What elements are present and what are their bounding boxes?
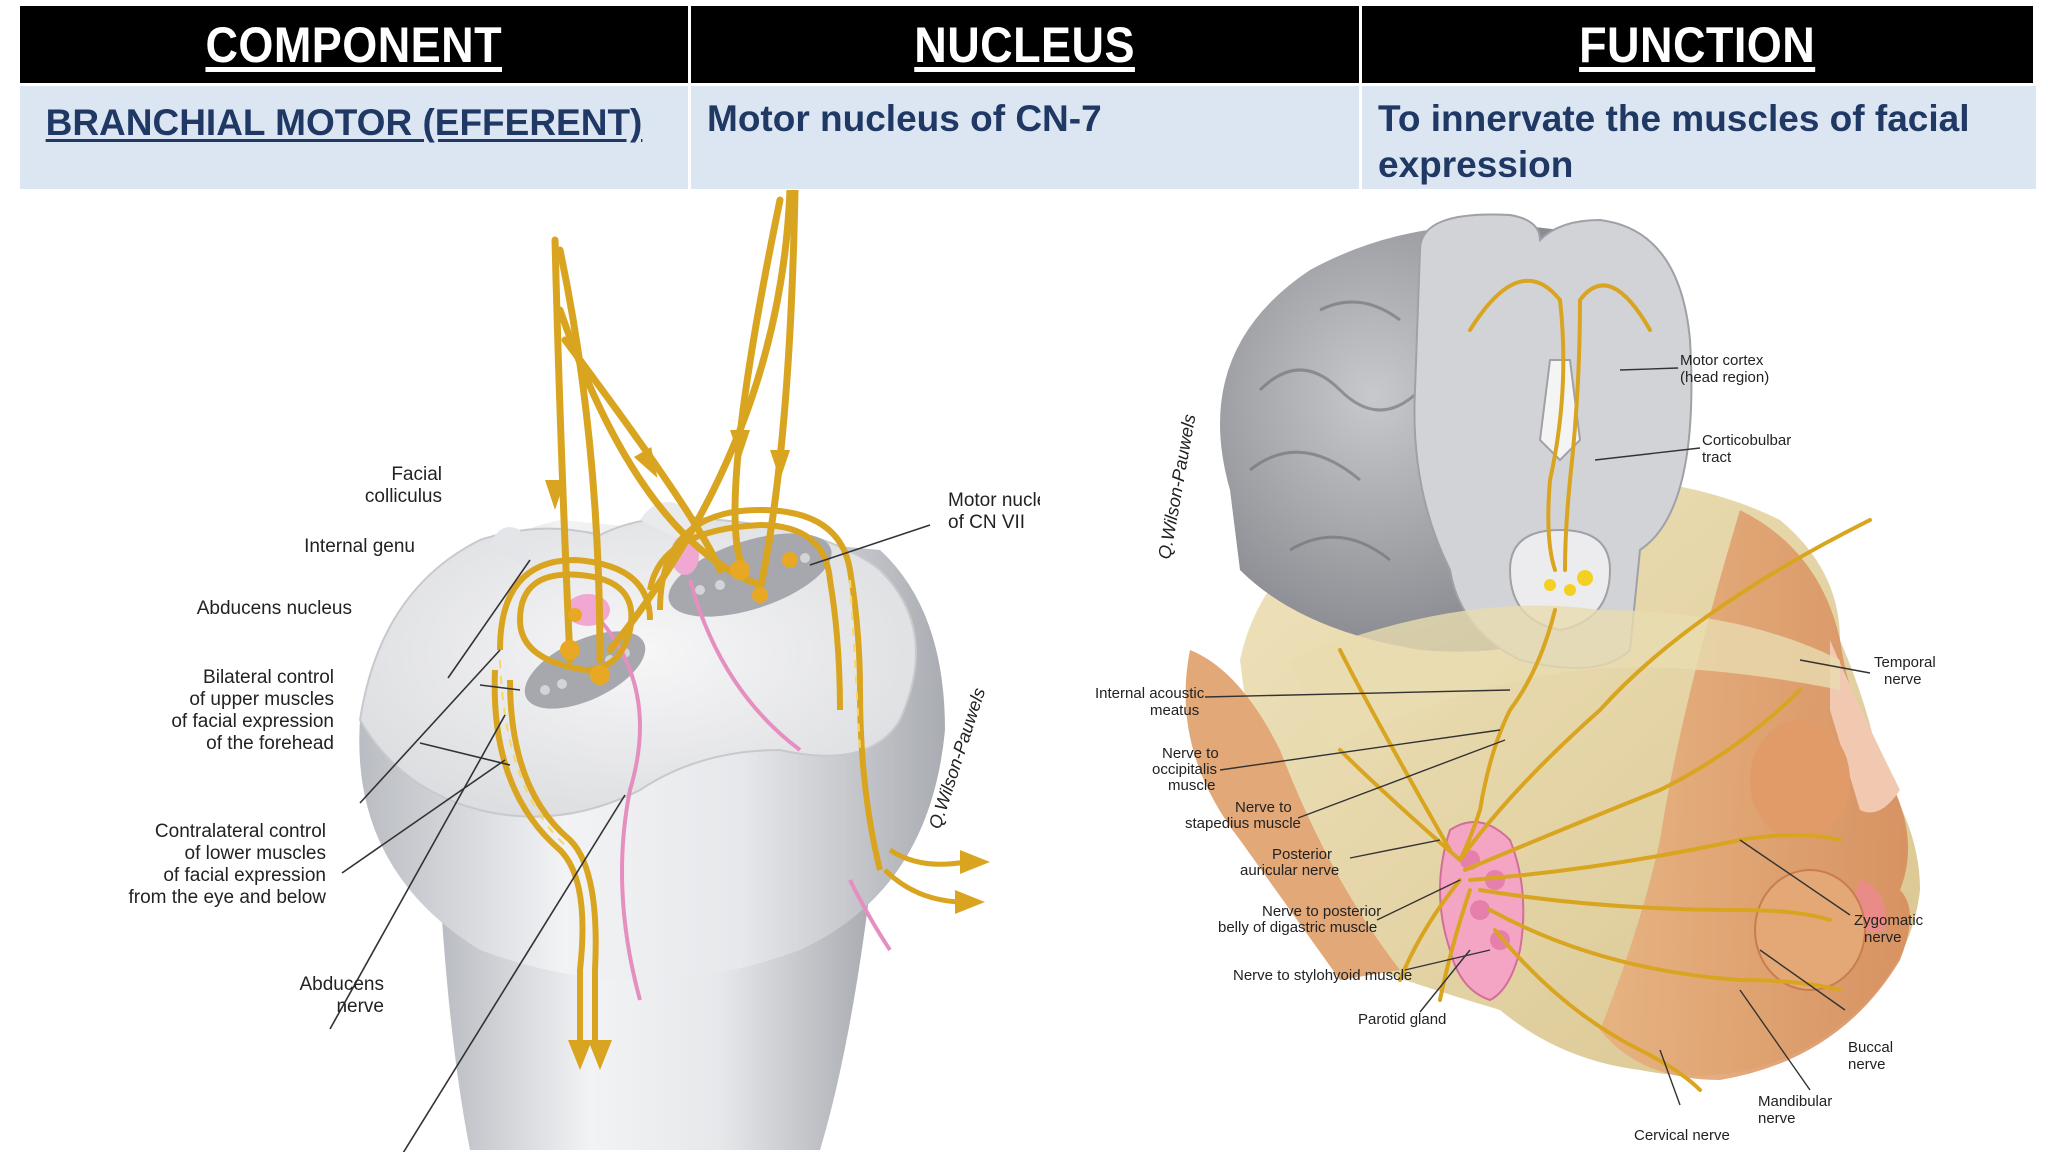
label-internal-genu: Internal genu (304, 536, 415, 557)
cell-component: BRANCHIAL MOTOR (EFFERENT) (20, 83, 691, 189)
cheek-muscle (1750, 720, 1850, 840)
label-internal-acoustic-2: meatus (1150, 702, 1199, 719)
label-mandibular-1: Mandibular (1758, 1093, 1832, 1110)
label-bilateral-4: of the forehead (206, 733, 334, 754)
cell-function: To innervate the muscles of facial expre… (1362, 83, 2036, 189)
cranial-base (1290, 605, 1840, 750)
abducens-nerve-fiber-2 (688, 579, 802, 752)
label-motor-cortex-1: Motor cortex (1680, 352, 1764, 369)
brainstem-illustration: Q.Wilson-Pauwels Facial colliculus Inter… (128, 190, 1040, 1152)
exit-fibers (883, 847, 966, 905)
label-contralateral-2: of lower muscles (185, 843, 327, 864)
label-temporal-1: Temporal (1874, 654, 1936, 671)
label-temporal-2: nerve (1884, 671, 1922, 688)
label-corticobulbar-2: tract (1702, 449, 1732, 466)
header-function: FUNCTION (1362, 6, 2036, 83)
label-buccal-1: Buccal (1848, 1039, 1893, 1056)
component-link[interactable]: BRANCHIAL MOTOR (EFFERENT) (45, 102, 643, 143)
facial-nerve-branches (1338, 278, 1872, 1092)
label-digastric-2: belly of digastric muscle (1218, 919, 1377, 936)
fourth-ventricle (490, 527, 530, 570)
label-contralateral-4: from the eye and below (128, 887, 326, 908)
label-abducens-nerve-2: nerve (336, 996, 384, 1017)
label-motor-nucleus-1: Motor nucleus (948, 490, 1040, 511)
synapse-dots (560, 552, 798, 685)
label-motor-nucleus-2: of CN VII (948, 512, 1025, 533)
label-occipitalis-2: occipitalis (1152, 761, 1217, 778)
neck-muscles (1185, 650, 1400, 980)
abducens-nerve-fiber (598, 618, 642, 1001)
function-text-2: expression (1378, 144, 1574, 185)
label-zygomatic-1: Zygomatic (1854, 912, 1924, 929)
function-text-1: To innervate the muscles of facial (1378, 98, 1970, 139)
label-contralateral-3: of facial expression (163, 865, 326, 886)
gyri (1249, 300, 1422, 562)
label-zygomatic-2: nerve (1864, 929, 1902, 946)
fiber-highlights (499, 579, 861, 846)
label-posterior-auricular-1: Posterior (1272, 846, 1332, 863)
internal-genu-loops (491, 506, 883, 1050)
label-facial-colliculus-2: colliculus (365, 486, 442, 507)
leader-lines (329, 524, 931, 1152)
label-posterior-auricular-2: auricular nerve (1240, 862, 1339, 879)
header-component: COMPONENT (20, 6, 691, 83)
label-stylohyoid: Nerve to stylohyoid muscle (1233, 967, 1412, 984)
direction-arrows (545, 430, 990, 1070)
orbicularis-oris (1754, 869, 1866, 991)
label-bilateral-1: Bilateral control (203, 667, 334, 688)
label-facial-colliculus: Facial (391, 464, 442, 485)
header-nucleus: NUCLEUS (691, 6, 1362, 83)
label-abducens-nucleus: Abducens nucleus (197, 598, 352, 619)
label-internal-acoustic-1: Internal acoustic (1095, 685, 1205, 702)
label-parotid: Parotid gland (1358, 1011, 1446, 1028)
artist-signature-right: Q.Wilson-Pauwels (1154, 413, 1199, 561)
nucleus-text: Motor nucleus of CN-7 (707, 98, 1102, 139)
label-occipitalis-3: muscle (1168, 777, 1216, 794)
label-bilateral-2: of upper muscles (189, 689, 334, 710)
label-bilateral-3: of facial expression (171, 711, 334, 732)
label-mandibular-2: nerve (1758, 1110, 1796, 1127)
nose (1830, 640, 1900, 813)
label-stapedius-2: stapedius muscle (1185, 815, 1301, 832)
cell-nucleus: Motor nucleus of CN-7 (691, 83, 1362, 189)
info-table: COMPONENT NUCLEUS FUNCTION BRANCHIAL MOT… (20, 6, 2036, 189)
label-contralateral-1: Contralateral control (155, 821, 326, 842)
label-digastric-1: Nerve to posterior (1262, 903, 1381, 920)
label-occipitalis-1: Nerve to (1162, 745, 1219, 762)
label-corticobulbar-1: Corticobulbar (1702, 432, 1791, 449)
label-motor-cortex-2: (head region) (1680, 369, 1769, 386)
label-stapedius-1: Nerve to (1235, 799, 1292, 816)
facial-nerve-head-illustration: Q.Wilson-Pauwels Motor cortex (head regi… (1095, 213, 1936, 1144)
label-buccal-2: nerve (1848, 1056, 1886, 1073)
label-cervical: Cervical nerve (1634, 1127, 1730, 1144)
nucleus-dots-right (1544, 570, 1593, 596)
label-abducens-nerve-1: Abducens (299, 974, 384, 995)
abducens-nerve-fiber-3 (848, 879, 892, 952)
leader-lines-right (1204, 367, 1871, 1106)
